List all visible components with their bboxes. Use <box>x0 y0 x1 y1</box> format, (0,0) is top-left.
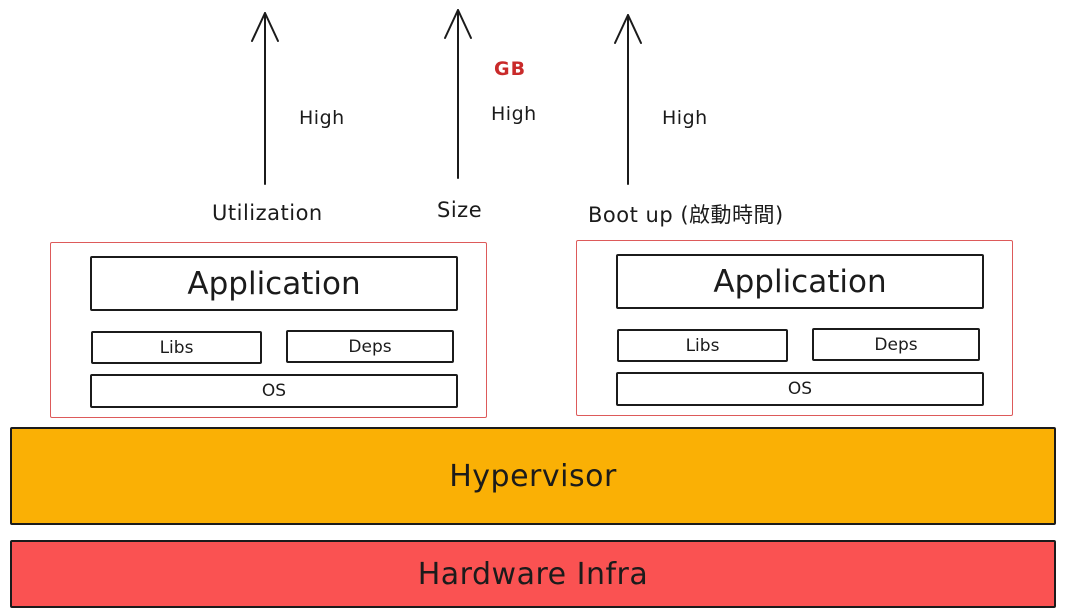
vm1-application-box: Application <box>90 256 458 311</box>
vm2-libs-label: Libs <box>685 335 720 356</box>
vm1-libs-label: Libs <box>159 337 194 358</box>
hardware-infra-label: Hardware Infra <box>417 556 649 592</box>
size-unit-label: GB <box>494 58 527 80</box>
bootup-high-label: High <box>662 107 708 129</box>
size-axis-arrow-icon <box>444 9 472 179</box>
vm1-os-label: OS <box>261 381 287 401</box>
vm1-application-label: Application <box>187 265 361 302</box>
vm2-deps-label: Deps <box>874 334 918 355</box>
vm-box-2: Application Libs Deps OS <box>576 240 1013 416</box>
bootup-axis-label: Boot up (啟動時間) <box>588 203 784 227</box>
size-high-label: High <box>491 103 537 125</box>
vm2-os-label: OS <box>787 379 813 399</box>
vm1-os-box: OS <box>90 374 458 408</box>
vm2-application-label: Application <box>713 263 887 300</box>
bootup-axis-arrow-icon <box>614 14 642 185</box>
utilization-axis-arrow-icon <box>251 12 279 185</box>
vm1-deps-box: Deps <box>286 330 454 363</box>
vm1-libs-box: Libs <box>91 331 262 364</box>
vm2-application-box: Application <box>616 254 984 309</box>
vm-box-1: Application Libs Deps OS <box>50 242 487 418</box>
hardware-infra-layer: Hardware Infra <box>10 540 1056 608</box>
utilization-axis-label: Utilization <box>212 201 323 225</box>
hypervisor-layer: Hypervisor <box>10 427 1056 525</box>
vm2-deps-box: Deps <box>812 328 980 361</box>
vm2-libs-box: Libs <box>617 329 788 362</box>
utilization-high-label: High <box>299 107 345 129</box>
hypervisor-label: Hypervisor <box>449 458 617 494</box>
size-axis-label: Size <box>437 198 483 222</box>
vm2-os-box: OS <box>616 372 984 406</box>
vm1-deps-label: Deps <box>348 336 392 357</box>
